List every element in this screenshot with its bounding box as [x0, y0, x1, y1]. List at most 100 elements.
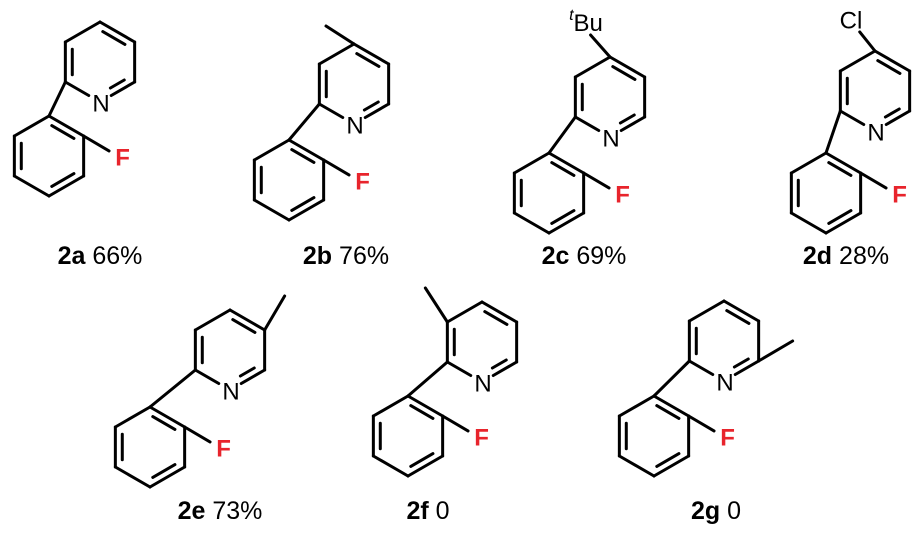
bond: [148, 405, 187, 429]
fluorine-atom: F: [474, 425, 489, 452]
compound-yield: 0: [429, 497, 450, 525]
double-bond: [655, 404, 681, 420]
bond: [371, 394, 410, 418]
nitrogen-atom: N: [602, 126, 619, 153]
fluorine-atom: F: [216, 436, 231, 463]
double-bond: [732, 357, 750, 369]
double-bond: [108, 78, 126, 90]
bond: [148, 465, 187, 489]
bond: [445, 360, 473, 377]
bond: [733, 359, 761, 376]
double-bond: [238, 366, 256, 378]
bond: [406, 394, 445, 418]
double-bond: [827, 161, 853, 177]
compound-id: 2c: [542, 242, 570, 270]
compound-yield: 0: [720, 497, 741, 525]
bond: [317, 42, 356, 66]
bond: [252, 198, 291, 222]
bond: [687, 299, 726, 323]
bond: [12, 174, 51, 198]
bond: [573, 55, 612, 79]
bond: [12, 114, 51, 138]
bond: [824, 151, 863, 175]
double-bond: [362, 100, 380, 112]
bond: [193, 308, 232, 332]
nitrogen-atom: N: [716, 370, 733, 397]
bond: [287, 138, 326, 162]
compound-yield: 28%: [832, 242, 889, 270]
bond: [322, 158, 351, 177]
tert-butyl-group: tBu: [569, 7, 603, 37]
bond: [652, 454, 691, 478]
nitrogen-atom: N: [222, 379, 239, 406]
bond: [371, 454, 410, 478]
double-bond: [290, 196, 316, 212]
compound-yield: 66%: [85, 242, 142, 270]
bond: [789, 211, 828, 235]
double-bond: [550, 161, 576, 177]
bond: [63, 80, 91, 97]
bond: [239, 368, 267, 385]
double-bond: [151, 415, 177, 431]
bond: [873, 49, 912, 73]
bond: [547, 151, 586, 175]
compound-id: 2b: [303, 242, 332, 270]
biaryl-bond: [148, 368, 197, 409]
bond: [547, 211, 586, 235]
bond: [193, 368, 221, 385]
bond: [573, 115, 601, 132]
bond: [884, 109, 912, 126]
double-bond: [50, 172, 76, 188]
biaryl-bond: [547, 115, 577, 155]
bond: [838, 49, 877, 73]
compound-label: 2a 66%: [58, 242, 143, 270]
bond: [512, 211, 551, 235]
double-bond: [50, 124, 76, 140]
bond: [722, 299, 761, 323]
biaryl-bond: [824, 109, 842, 155]
compound-label: 2c 69%: [542, 242, 627, 270]
double-bond: [490, 358, 508, 370]
nitrogen-atom: N: [92, 91, 109, 118]
compound-yield: 76%: [332, 242, 389, 270]
bond: [183, 425, 212, 444]
compound-label: 2b 76%: [303, 242, 389, 270]
double-bond: [883, 107, 901, 119]
compound-yield: 69%: [569, 242, 626, 270]
bond: [687, 414, 716, 433]
bond: [47, 114, 86, 138]
methyl-bond: [263, 294, 287, 332]
compound-label: 2e 73%: [178, 497, 263, 525]
bond: [113, 465, 152, 489]
nitrogen-atom: N: [867, 120, 884, 147]
bond: [98, 20, 137, 44]
double-bond: [550, 209, 576, 225]
biaryl-bond: [406, 360, 449, 398]
methyl-bond: [757, 339, 795, 363]
bond: [252, 138, 291, 162]
bond: [789, 151, 828, 175]
compound-label: 2g 0: [691, 497, 741, 525]
double-bond: [827, 209, 853, 225]
double-bond: [618, 113, 636, 125]
fluorine-atom: F: [720, 425, 735, 452]
double-bond: [355, 52, 381, 68]
bond: [445, 300, 484, 324]
double-bond: [655, 452, 681, 468]
bond: [363, 102, 391, 119]
compound-id: 2g: [691, 497, 720, 525]
bond: [109, 80, 137, 97]
fluorine-atom: F: [615, 182, 630, 209]
bond: [512, 151, 551, 175]
compound-yield: 73%: [205, 497, 262, 525]
bond: [619, 115, 647, 132]
bond: [406, 454, 445, 478]
compound-id: 2f: [406, 497, 429, 525]
double-bond: [725, 309, 751, 325]
biaryl-bond: [652, 359, 691, 398]
double-bond: [231, 318, 257, 334]
